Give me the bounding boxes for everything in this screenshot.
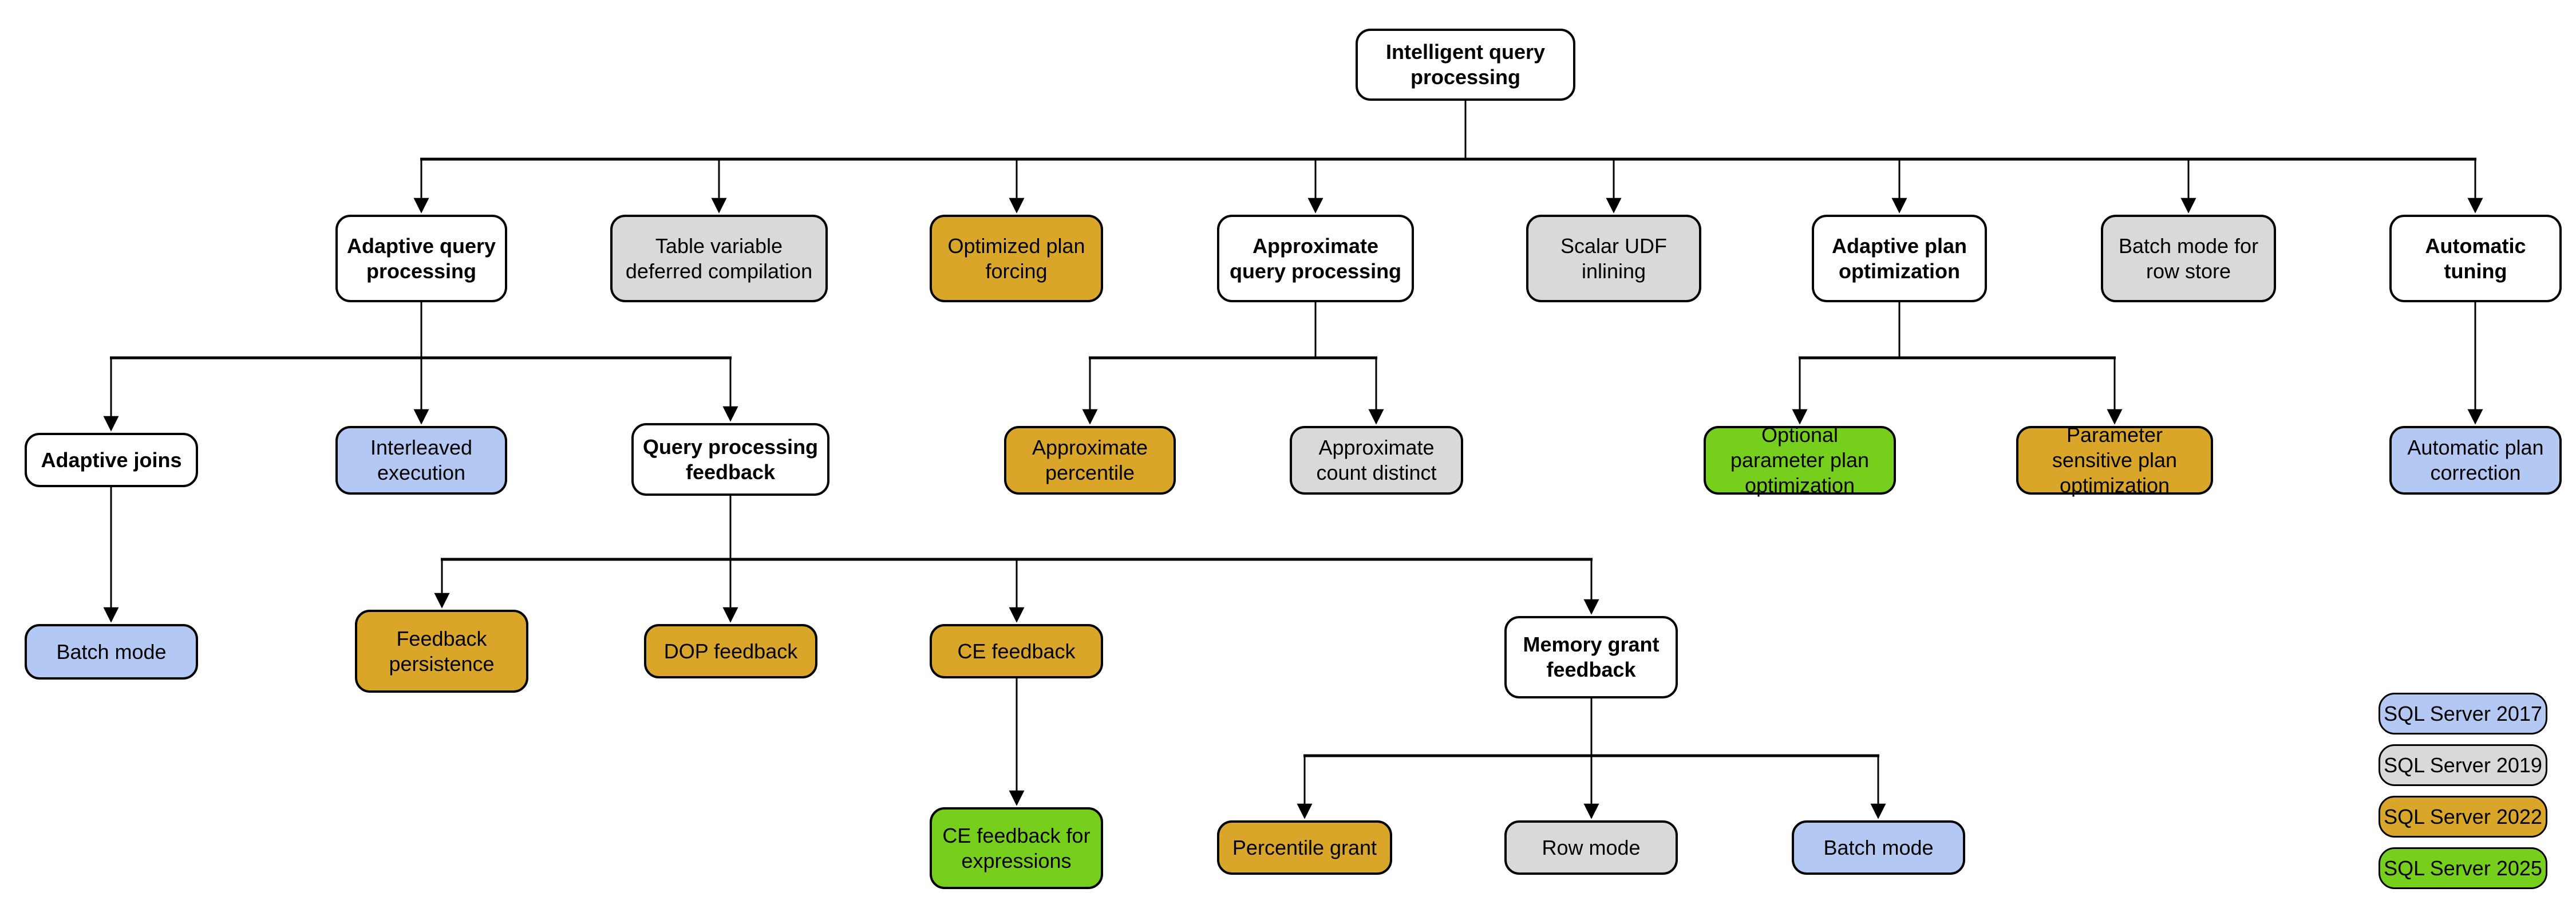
node-automatic-tuning: Automatic tuning xyxy=(2389,215,2562,302)
edges-root xyxy=(413,101,2483,214)
edges-adaptive-query-processing xyxy=(103,302,738,432)
node-query-processing-feedback: Query processing feedback xyxy=(631,423,829,496)
node-percentile-grant: Percentile grant xyxy=(1217,820,1392,875)
node-batch-mode-adaptive-joins: Batch mode xyxy=(25,624,198,680)
node-scalar-udf-inlining: Scalar UDF inlining xyxy=(1526,215,1701,302)
edges-approximate-query-processing xyxy=(1082,302,1384,425)
node-batch-mode-for-row-store: Batch mode for row store xyxy=(2101,215,2276,302)
edges-memory-grant-feedback xyxy=(1297,698,1886,819)
legend-sql-server-2017: SQL Server 2017 xyxy=(2379,693,2547,735)
node-table-variable-deferred-compilation: Table variable deferred compilation xyxy=(610,215,828,302)
node-dop-feedback: DOP feedback xyxy=(644,624,817,678)
node-batch-mode-memory-grant: Batch mode xyxy=(1792,820,1965,875)
node-approximate-percentile: Approximate percentile xyxy=(1004,426,1176,495)
node-adaptive-plan-optimization: Adaptive plan optimization xyxy=(1812,215,1987,302)
node-optimized-plan-forcing: Optimized plan forcing xyxy=(930,215,1103,302)
node-optional-parameter-plan-optimization: Optional parameter plan optimization xyxy=(1704,423,1896,497)
legend-sql-server-2019: SQL Server 2019 xyxy=(2379,744,2547,786)
node-ce-feedback: CE feedback xyxy=(930,624,1103,678)
edges-query-processing-feedback xyxy=(434,496,1599,623)
node-adaptive-query-processing: Adaptive query processing xyxy=(335,215,507,302)
node-ce-feedback-for-expressions: CE feedback for expressions xyxy=(930,807,1103,889)
edges-adaptive-plan-optimization xyxy=(1792,302,2123,425)
node-parameter-sensitive-plan-optimization: Parameter sensitive plan optimization xyxy=(2016,423,2213,497)
legend-sql-server-2025: SQL Server 2025 xyxy=(2379,847,2547,889)
node-approximate-query-processing: Approximate query processing xyxy=(1217,215,1414,302)
node-memory-grant-feedback: Memory grant feedback xyxy=(1504,616,1678,698)
node-automatic-plan-correction: Automatic plan correction xyxy=(2389,426,2562,495)
node-feedback-persistence: Feedback persistence xyxy=(355,610,528,693)
node-interleaved-execution: Interleaved execution xyxy=(335,426,507,495)
node-approximate-count-distinct: Approximate count distinct xyxy=(1290,426,1463,495)
node-row-mode: Row mode xyxy=(1504,820,1678,875)
node-intelligent-query-processing: Intelligent query processing xyxy=(1356,29,1575,101)
legend-sql-server-2022: SQL Server 2022 xyxy=(2379,796,2547,838)
node-adaptive-joins: Adaptive joins xyxy=(25,433,198,487)
